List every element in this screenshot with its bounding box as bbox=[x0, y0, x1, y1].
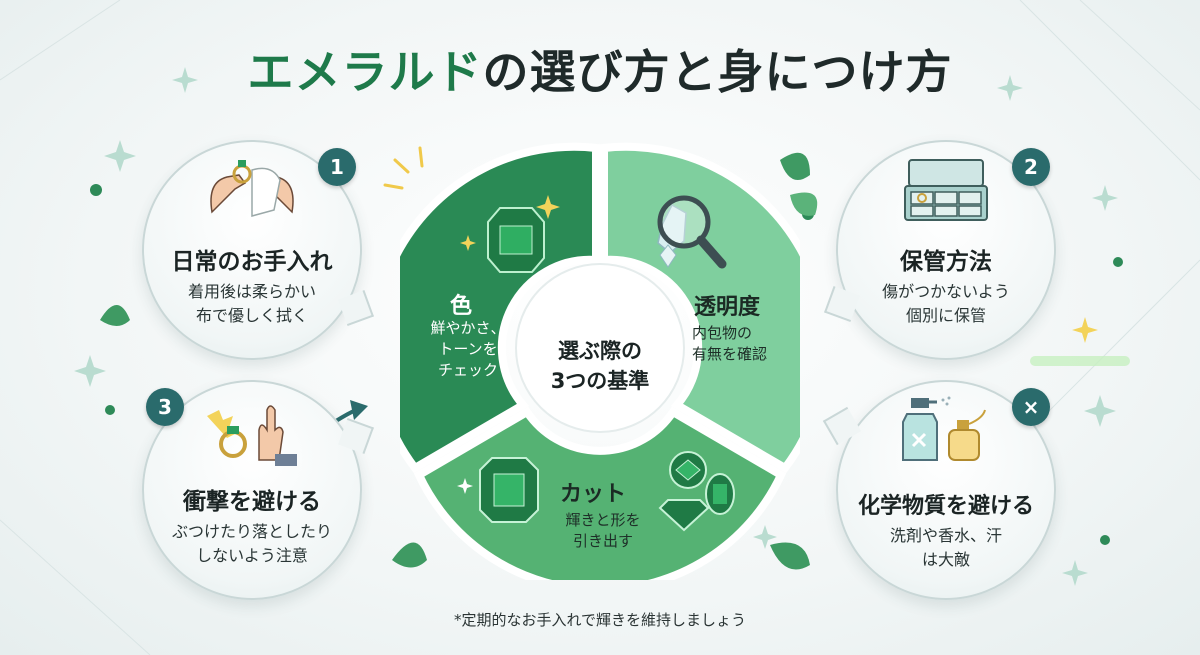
sparkle-icon bbox=[74, 67, 1118, 586]
criteria-wheel bbox=[400, 142, 800, 580]
desc-line: ぶつけたり落としたり bbox=[171, 522, 332, 541]
desc-line: は大敵 bbox=[921, 550, 970, 569]
criterion-clarity-desc: 内包物の 有無を確認 bbox=[692, 323, 767, 365]
criterion-cut-title: カット bbox=[560, 482, 627, 507]
sparkle-icon bbox=[536, 195, 560, 219]
ring-impact-icon bbox=[207, 405, 297, 466]
sparkle-icon bbox=[460, 235, 476, 251]
tip-heading: 保管方法 bbox=[900, 249, 992, 275]
footnote: *定期的なお手入れで輝きを維持しましょう bbox=[453, 611, 747, 629]
desc-line: チェック bbox=[437, 361, 498, 379]
tip-desc: 傷がつかないよう 個別に保管 bbox=[838, 280, 1054, 328]
criterion-cut-desc: 輝きと形を 引き出す bbox=[556, 510, 650, 552]
page-title: エメラルドの選び方と身につけ方 bbox=[0, 36, 1200, 102]
criterion-clarity-title: 透明度 bbox=[694, 295, 761, 320]
desc-line: 個別に保管 bbox=[905, 306, 986, 325]
tip-warning-badge: × bbox=[1012, 388, 1050, 426]
desc-line: 内包物の bbox=[692, 324, 753, 342]
criterion-color-title: 色 bbox=[450, 294, 473, 319]
tip-heading: 衝撃を避ける bbox=[183, 489, 321, 515]
segment-clarity bbox=[600, 142, 800, 474]
tip-number-badge: 2 bbox=[1012, 148, 1050, 186]
tip-desc: 洗剤や香水、汗 は大敵 bbox=[838, 524, 1054, 572]
tip-number-badge: 3 bbox=[146, 388, 184, 426]
emerald-icon bbox=[487, 207, 545, 273]
tip-number-badge: 1 bbox=[318, 148, 356, 186]
tip-desc: ぶつけたり落としたり しないよう注意 bbox=[144, 520, 360, 568]
magnifier-icon bbox=[657, 195, 727, 269]
desc-line: しないよう注意 bbox=[196, 546, 308, 565]
leaf-icon bbox=[100, 152, 818, 570]
emerald-cut-icon bbox=[479, 457, 539, 523]
desc-line: 布で優しく拭く bbox=[195, 306, 308, 325]
desc-line: 着用後は柔らかい bbox=[187, 282, 316, 301]
desc-line: 傷がつかないよう bbox=[882, 282, 1010, 301]
tip-heading: 日常のお手入れ bbox=[171, 249, 333, 275]
desc-line: 輝きと形を bbox=[565, 511, 641, 529]
hands-cloth-icon bbox=[210, 160, 294, 217]
desc-line: 洗剤や香水、汗 bbox=[889, 526, 1002, 545]
sparkle-icon bbox=[457, 478, 473, 494]
segment-color bbox=[400, 142, 600, 474]
desc-line: 引き出す bbox=[572, 532, 633, 550]
criterion-color-desc: 鮮やかさ、 トーンを チェック bbox=[418, 318, 518, 381]
center-label-line: 選ぶ際の bbox=[558, 339, 642, 363]
center-hub bbox=[515, 263, 685, 433]
center-label: 選ぶ際の 3つの基準 bbox=[530, 336, 670, 396]
desc-line: 有無を確認 bbox=[692, 345, 768, 363]
oval-gem-icon bbox=[705, 473, 735, 515]
title-rest: の選び方と身につけ方 bbox=[482, 45, 953, 99]
desc-line: 鮮やかさ、 bbox=[430, 319, 506, 337]
round-gem-icon bbox=[669, 451, 707, 489]
title-accent: エメラルド bbox=[247, 45, 483, 99]
desc-line: トーンを bbox=[438, 340, 498, 358]
tip-desc: 着用後は柔らかい 布で優しく拭く bbox=[144, 280, 360, 328]
center-label-line: 3つの基準 bbox=[550, 369, 650, 393]
tip-heading: 化学物質を避ける bbox=[857, 494, 1034, 519]
jewelry-box-icon bbox=[904, 159, 988, 221]
spray-perfume-icon bbox=[902, 396, 986, 461]
diamond-gem-icon bbox=[658, 499, 710, 532]
tip-card-avoid-chemicals: 化学物質を避ける 洗剤や香水、汗 は大敵 bbox=[822, 380, 1056, 600]
